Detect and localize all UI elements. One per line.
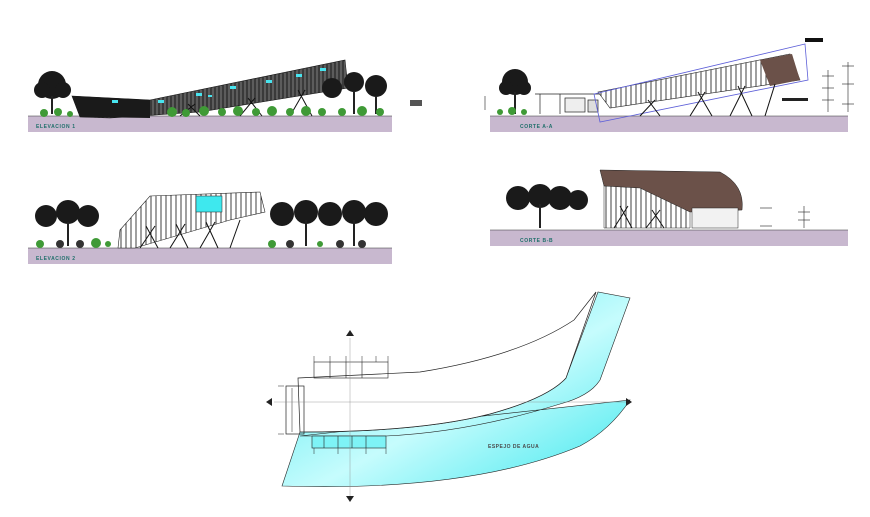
interior-block [691,207,739,229]
tree-cluster [506,184,588,228]
tree-cluster [34,71,71,114]
view-label: ELEVACION 2 [36,256,76,262]
view-label: CORTE B-B [520,238,553,244]
ground-band [490,230,848,246]
level-marks [484,62,854,112]
entry-canopy [535,93,600,114]
tree-cluster [270,200,388,246]
building-outline [297,291,597,433]
ground-band [28,116,392,132]
shrubs [40,106,384,117]
section-a-view: CORTE A-A [484,38,854,132]
lower-columns [311,435,387,449]
axis-arrow-icon [266,330,632,502]
ground-band [490,116,848,132]
building-end-brown [760,54,800,86]
window-openings [112,68,326,103]
shrubs-dark [56,240,366,248]
tree-cluster [322,72,387,114]
shrubs [36,238,323,248]
level-marks [760,206,810,228]
tree-cluster [499,69,531,114]
plan-label: ESPEJO DE AGUA [488,444,539,450]
shrubs [497,107,527,115]
structure-supports [639,83,776,117]
ground-band [28,248,392,264]
view-label: CORTE A-A [520,124,553,130]
view-label: ELEVACION 1 [36,124,76,130]
building-facade [117,191,266,249]
entry-block [285,385,305,435]
section-cut-outline [593,43,809,123]
glazing-section [603,185,691,229]
roof-cap [805,38,823,42]
upper-rooms [313,361,389,379]
structure-supports [139,219,241,249]
section-b-view: CORTE B-B [490,169,848,246]
floor-plan-view: ESPEJO DE AGUA [266,291,632,502]
glazing-panel [195,195,223,213]
scale-bar [782,98,808,101]
tree-cluster [35,200,99,246]
grid-axes [274,338,626,500]
building-base-dark [72,96,150,118]
elevation-1-view: ELEVACION 1 [28,59,422,132]
scale-figure [410,100,422,106]
elevation-2-view: ELEVACION 2 [28,191,392,264]
dimension-ticks [278,356,389,454]
structure-supports [613,205,665,229]
